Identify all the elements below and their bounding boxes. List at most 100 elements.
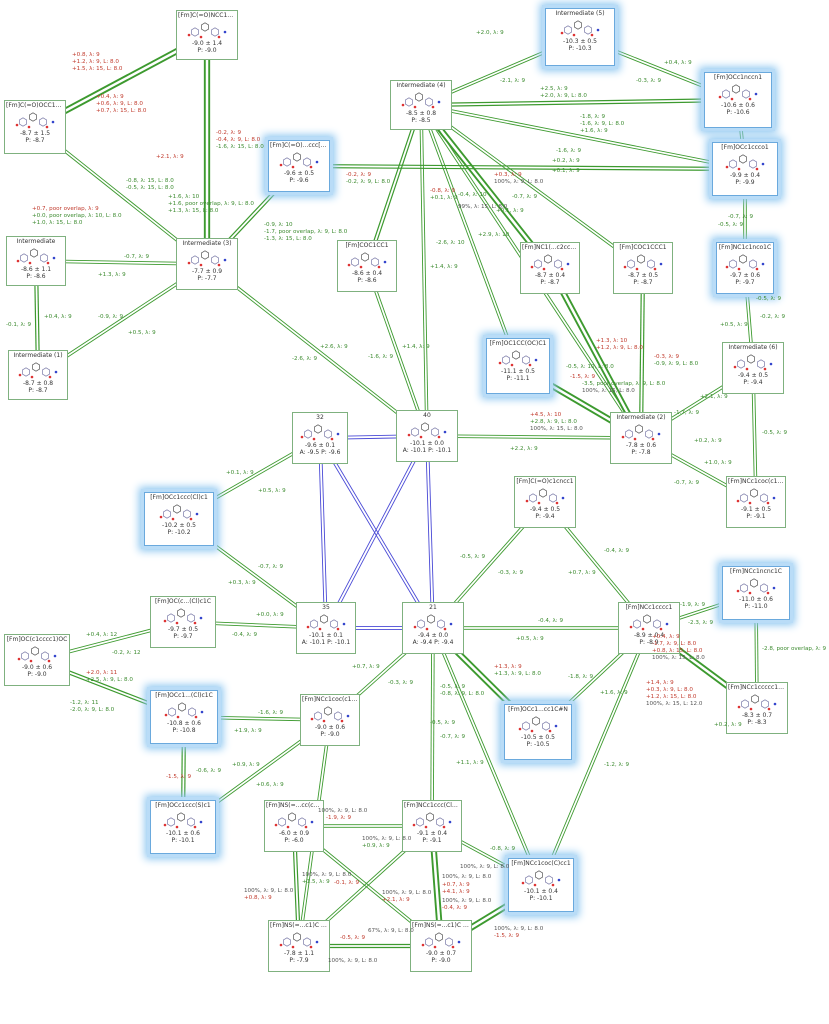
edge-label: -1.9, λ: 9 — [326, 815, 352, 821]
node-title: [Fm]NC1(...c2ccccc2 — [522, 244, 579, 251]
node-energy: -8.3 ± 0.7 — [741, 712, 773, 719]
node-energy: -10.6 ± 0.6 — [721, 102, 755, 109]
molecule-structure-icon — [560, 20, 600, 37]
edge-label: 99%, λ: 15, L: 8.0 — [458, 204, 508, 210]
node-energy: -9.7 ± 0.6 — [729, 272, 761, 279]
node-energy: -8.7 ± 0.4 — [534, 272, 566, 279]
edge-label: -1.5, λ: 9 — [570, 374, 596, 380]
edge-label: -0.5, λ: 9 — [430, 720, 456, 726]
node-energy: -8.9 ± 0.4 — [633, 632, 665, 639]
edge-label: +1.0, λ: 9 — [704, 460, 732, 466]
edge-label: +1.9, λ: 9 — [234, 728, 262, 734]
node-prediction: P: -11.1 — [506, 375, 530, 382]
node-title: 21 — [429, 604, 437, 611]
edge-label: +0.5, λ: 9 — [720, 322, 748, 328]
node-energy: -9.7 ± 0.5 — [167, 626, 199, 633]
edge-label: +2.1, λ: 9 — [700, 394, 728, 400]
edge-label: -0.1, λ: 9 — [334, 880, 360, 886]
node-prediction: P: -11.0 — [744, 603, 768, 610]
edge-label: -0.8, λ: 9 — [490, 846, 516, 852]
edge-label: -0.7, λ: 9 — [728, 214, 754, 220]
edge-n_40-n_int2 — [427, 434, 642, 438]
edge-n_cocc-n_40 — [367, 265, 429, 436]
edge-n_ccc1-n_occ1 — [299, 163, 746, 169]
node-prediction: P: -9.4 — [535, 513, 555, 520]
node-title: [Fm]OCc1nccn1 — [713, 74, 763, 81]
edge-n_int4-n_occc — [421, 104, 520, 366]
node-title: [Fm]OCc1...cc1C#N — [508, 706, 568, 713]
molecule-structure-icon — [187, 250, 227, 267]
edge-label: +0.9, λ: 9 — [232, 762, 260, 768]
node-energy: -8.7 ± 1.5 — [19, 130, 51, 137]
node-title: [Fm]C(=O)OCC1CC1 — [6, 102, 65, 109]
node-energy: -9.6 ± 0.5 — [283, 170, 315, 177]
node-energy: -11.1 ± 0.5 — [501, 368, 535, 375]
molecule-structure-icon — [163, 608, 203, 625]
edge-label: -0.4, λ: 9 — [442, 905, 468, 911]
edge-label: 100%, λ: 9, L: 8.0 — [244, 888, 294, 894]
edge-label: -0.7, λ: 9 — [512, 194, 538, 200]
edge-label: 100%, λ: 9, L: 8.0 — [382, 890, 432, 896]
node-prediction: A: -10.1 P: -10.1 — [301, 639, 351, 646]
molecule-structure-icon — [407, 422, 447, 439]
node-energy: -9.4 ± 0.5 — [529, 506, 561, 513]
edge-label: -0.2, λ: 9, L: 8.0 — [346, 179, 391, 185]
edge-label: -2.6, λ: 10 — [436, 240, 465, 246]
node-prediction: P: -9.9 — [735, 179, 755, 186]
edge-label: 100%, λ: 9, L: 8.0 — [442, 874, 492, 880]
edge-label: -1.3, λ: 15, L: 8.0 — [264, 236, 312, 242]
node-energy: -8.6 ± 0.4 — [351, 270, 383, 277]
edge-n_coccc-n_int2 — [641, 268, 646, 439]
molecule-structure-icon — [736, 488, 776, 505]
molecule-structure-icon — [530, 254, 570, 271]
edge-label: 100%, λ: 15, L: 8.0 — [530, 426, 583, 432]
molecule-structure-icon — [518, 716, 558, 733]
molecule-structure-icon — [737, 694, 777, 711]
node-title: [Fm]OC(c...(Cl)c1C — [154, 598, 212, 605]
edge-label: -0.5, λ: 9 — [718, 222, 744, 228]
edge-label: 100%, λ: 9, L: 8.0 — [494, 926, 544, 932]
edge-label: -1.6, λ: 9, L: 8.0 — [580, 121, 625, 127]
node-title: [Fm]NCc1ncnc1C — [730, 568, 782, 575]
edge-n_int4-n_coccc — [421, 103, 645, 268]
edge-label: -1.6, λ: 9 — [258, 710, 284, 716]
